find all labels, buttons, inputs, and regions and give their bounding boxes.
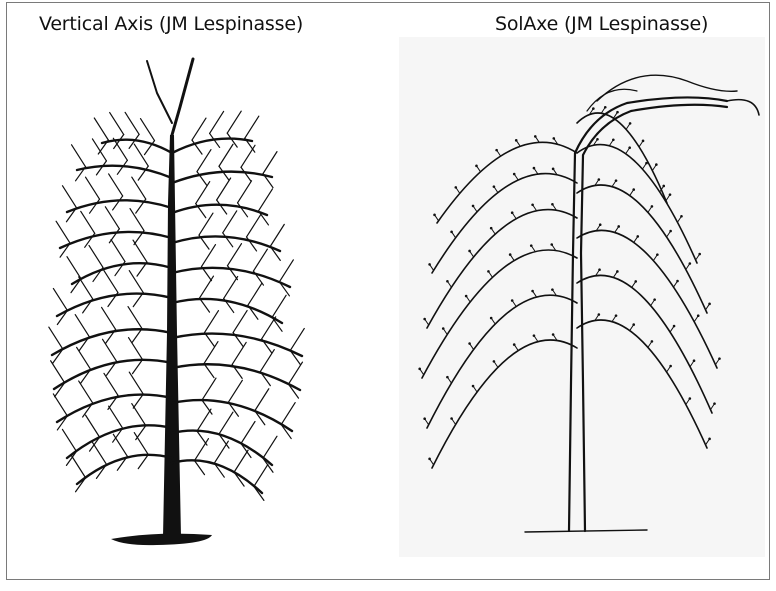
figure-frame: Vertical Axis (JM Lespinasse) SolAxe (JM… [6, 2, 770, 580]
solaxe-tree-icon [387, 3, 769, 579]
panel-solaxe: SolAxe (JM Lespinasse) [387, 3, 769, 579]
panel-vertical-axis: Vertical Axis (JM Lespinasse) [7, 3, 377, 579]
vertical-axis-tree-icon [7, 3, 377, 579]
